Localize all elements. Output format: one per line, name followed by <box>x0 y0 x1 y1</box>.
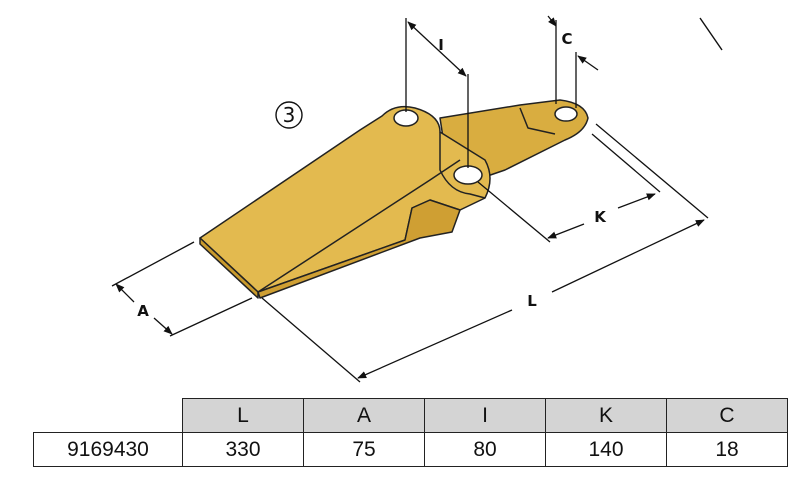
dimension-l-label: L <box>527 292 537 310</box>
table-cell-c: 18 <box>666 432 788 467</box>
table-header-a: A <box>303 398 425 433</box>
body-side-face <box>257 199 461 299</box>
table-header-row: L A I K C <box>34 398 788 433</box>
dimension-c <box>547 15 599 108</box>
table-header-i: I <box>424 398 546 433</box>
table-row: 9169430 330 75 80 140 18 <box>33 432 788 467</box>
part-number-cell: 9169430 <box>33 432 183 467</box>
dimension-table: L A I K C 9169430 330 75 80 140 18 <box>33 398 788 467</box>
dimension-k-label: K <box>594 208 607 226</box>
table-cell-i: 80 <box>424 432 546 467</box>
strap-groove <box>519 107 556 135</box>
part-drawing: 3 I C K L <box>111 15 723 383</box>
body-ridge <box>257 159 461 293</box>
body-top <box>199 105 491 293</box>
dimension-c-label: C <box>561 30 572 48</box>
table-header-blank <box>34 399 183 433</box>
pin-hole-upper <box>393 109 419 127</box>
table-header-l: L <box>182 398 304 433</box>
edge-line <box>699 17 723 51</box>
callout-circle <box>275 101 303 129</box>
dimension-a-label: A <box>137 302 149 320</box>
dimension-i-label: I <box>438 36 444 54</box>
dimension-l <box>261 123 709 383</box>
dimension-i <box>405 18 469 168</box>
ear-boss <box>439 132 486 199</box>
pin-hole-lower <box>453 165 483 185</box>
table-cell-k: 140 <box>545 432 667 467</box>
adapter-part <box>199 99 589 299</box>
table-cell-l: 330 <box>182 432 304 467</box>
dimension-a <box>111 241 253 337</box>
dimension-k <box>477 133 661 243</box>
table-header-c: C <box>666 398 788 433</box>
body-front-edge <box>199 237 259 299</box>
table-cell-a: 75 <box>303 432 425 467</box>
callout-number: 3 <box>283 103 296 127</box>
pin-hole-strap <box>554 106 578 122</box>
table-header-k: K <box>545 398 667 433</box>
